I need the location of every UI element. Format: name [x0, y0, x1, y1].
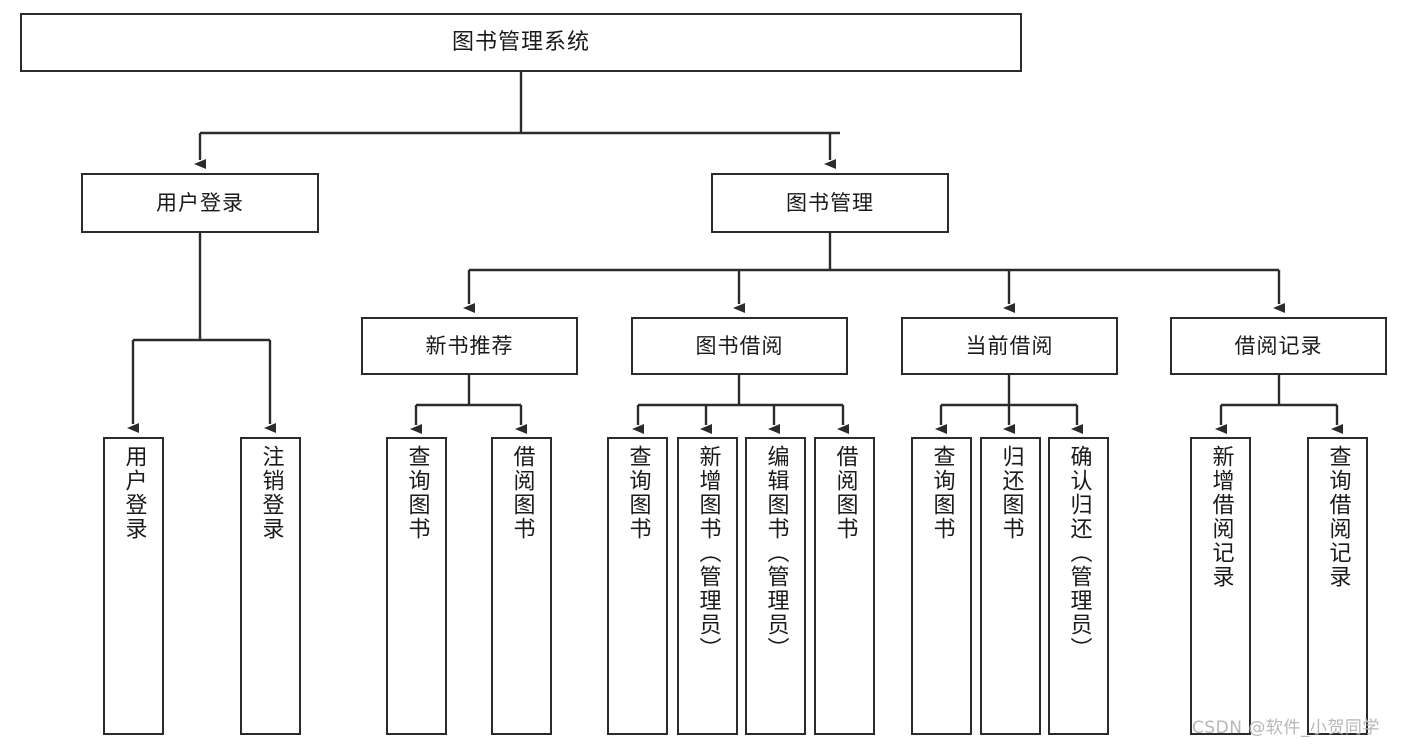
leaf-borrow-add-book-admin[interactable]: 新增图书（管理员）	[677, 437, 738, 735]
node-label: 查询图书	[625, 445, 651, 541]
node-label: 编辑图书（管理员）	[763, 445, 789, 661]
node-label: 确认归还（管理员）	[1066, 445, 1092, 661]
leaf-borrow-borrow-book[interactable]: 借阅图书	[814, 437, 875, 735]
node-label: 注销登录	[258, 445, 284, 541]
node-label: 查询图书	[404, 445, 430, 541]
leaf-current-query-book[interactable]: 查询图书	[911, 437, 972, 735]
node-current-borrow[interactable]: 当前借阅	[901, 317, 1118, 375]
node-label: 用户登录	[156, 190, 244, 215]
node-label: 新增图书（管理员）	[695, 445, 721, 661]
node-label: 归还图书	[998, 445, 1024, 541]
node-label: 图书借阅	[695, 333, 784, 358]
node-label: 图书管理	[786, 190, 874, 215]
leaf-current-return-book[interactable]: 归还图书	[980, 437, 1041, 735]
node-label: 新增借阅记录	[1208, 445, 1234, 589]
node-label: 用户登录	[121, 445, 147, 541]
leaf-record-add-record[interactable]: 新增借阅记录	[1190, 437, 1251, 735]
leaf-recommend-query-book[interactable]: 查询图书	[386, 437, 447, 735]
leaf-current-confirm-return-admin[interactable]: 确认归还（管理员）	[1048, 437, 1109, 735]
node-label: 查询借阅记录	[1325, 445, 1351, 589]
node-label: 新书推荐	[425, 333, 514, 358]
leaf-record-query-record[interactable]: 查询借阅记录	[1307, 437, 1368, 735]
node-borrow-record[interactable]: 借阅记录	[1170, 317, 1387, 375]
leaf-user-login-login[interactable]: 用户登录	[103, 437, 164, 735]
leaf-borrow-query-book[interactable]: 查询图书	[607, 437, 668, 735]
node-root-system[interactable]: 图书管理系统	[20, 13, 1022, 72]
node-label: 借阅记录	[1234, 333, 1323, 358]
csdn-watermark: CSDN @软件_小贺同学	[1192, 718, 1380, 738]
node-label: 借阅图书	[509, 445, 535, 541]
node-new-book-recommend[interactable]: 新书推荐	[361, 317, 578, 375]
leaf-user-login-logout[interactable]: 注销登录	[240, 437, 301, 735]
node-label: 借阅图书	[832, 445, 858, 541]
node-book-borrow[interactable]: 图书借阅	[631, 317, 848, 375]
node-label: 查询图书	[929, 445, 955, 541]
leaf-borrow-edit-book-admin[interactable]: 编辑图书（管理员）	[745, 437, 806, 735]
node-label: 当前借阅	[965, 333, 1054, 358]
leaf-recommend-borrow-book[interactable]: 借阅图书	[491, 437, 552, 735]
node-user-login[interactable]: 用户登录	[81, 173, 319, 233]
node-label: 图书管理系统	[451, 29, 590, 55]
node-book-management[interactable]: 图书管理	[711, 173, 949, 233]
